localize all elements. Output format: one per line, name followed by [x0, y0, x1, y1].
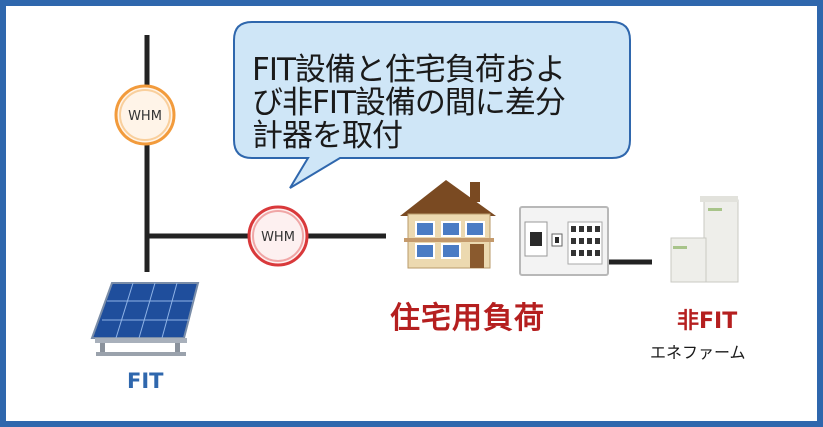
callout-line-1: FIT設備と住宅負荷およ — [252, 52, 566, 88]
callout-bubble — [233, 21, 631, 189]
callout-line-3: 計器を取付 — [252, 118, 403, 154]
middle-watt-hour-meter: WHM — [247, 205, 309, 267]
non-fit-label: 非FIT — [677, 309, 738, 334]
fit-label: FIT — [127, 369, 164, 393]
callout-line-2: び非FIT設備の間に差分 — [252, 85, 566, 121]
solar-panel-icon — [90, 282, 200, 356]
top-meter-label: WHM — [128, 109, 162, 124]
house-icon — [400, 180, 496, 269]
home-load-label: 住宅用負荷 — [390, 301, 545, 336]
middle-meter-label: WHM — [261, 230, 295, 245]
fuel-cell-unit-icon — [670, 196, 739, 283]
distribution-board-icon — [519, 206, 609, 276]
top-watt-hour-meter: WHM — [114, 84, 176, 146]
enefarm-label: エネファーム — [650, 343, 746, 362]
callout-text: FIT設備と住宅負荷およ び非FIT設備の間に差分 計器を取付 — [252, 54, 632, 153]
